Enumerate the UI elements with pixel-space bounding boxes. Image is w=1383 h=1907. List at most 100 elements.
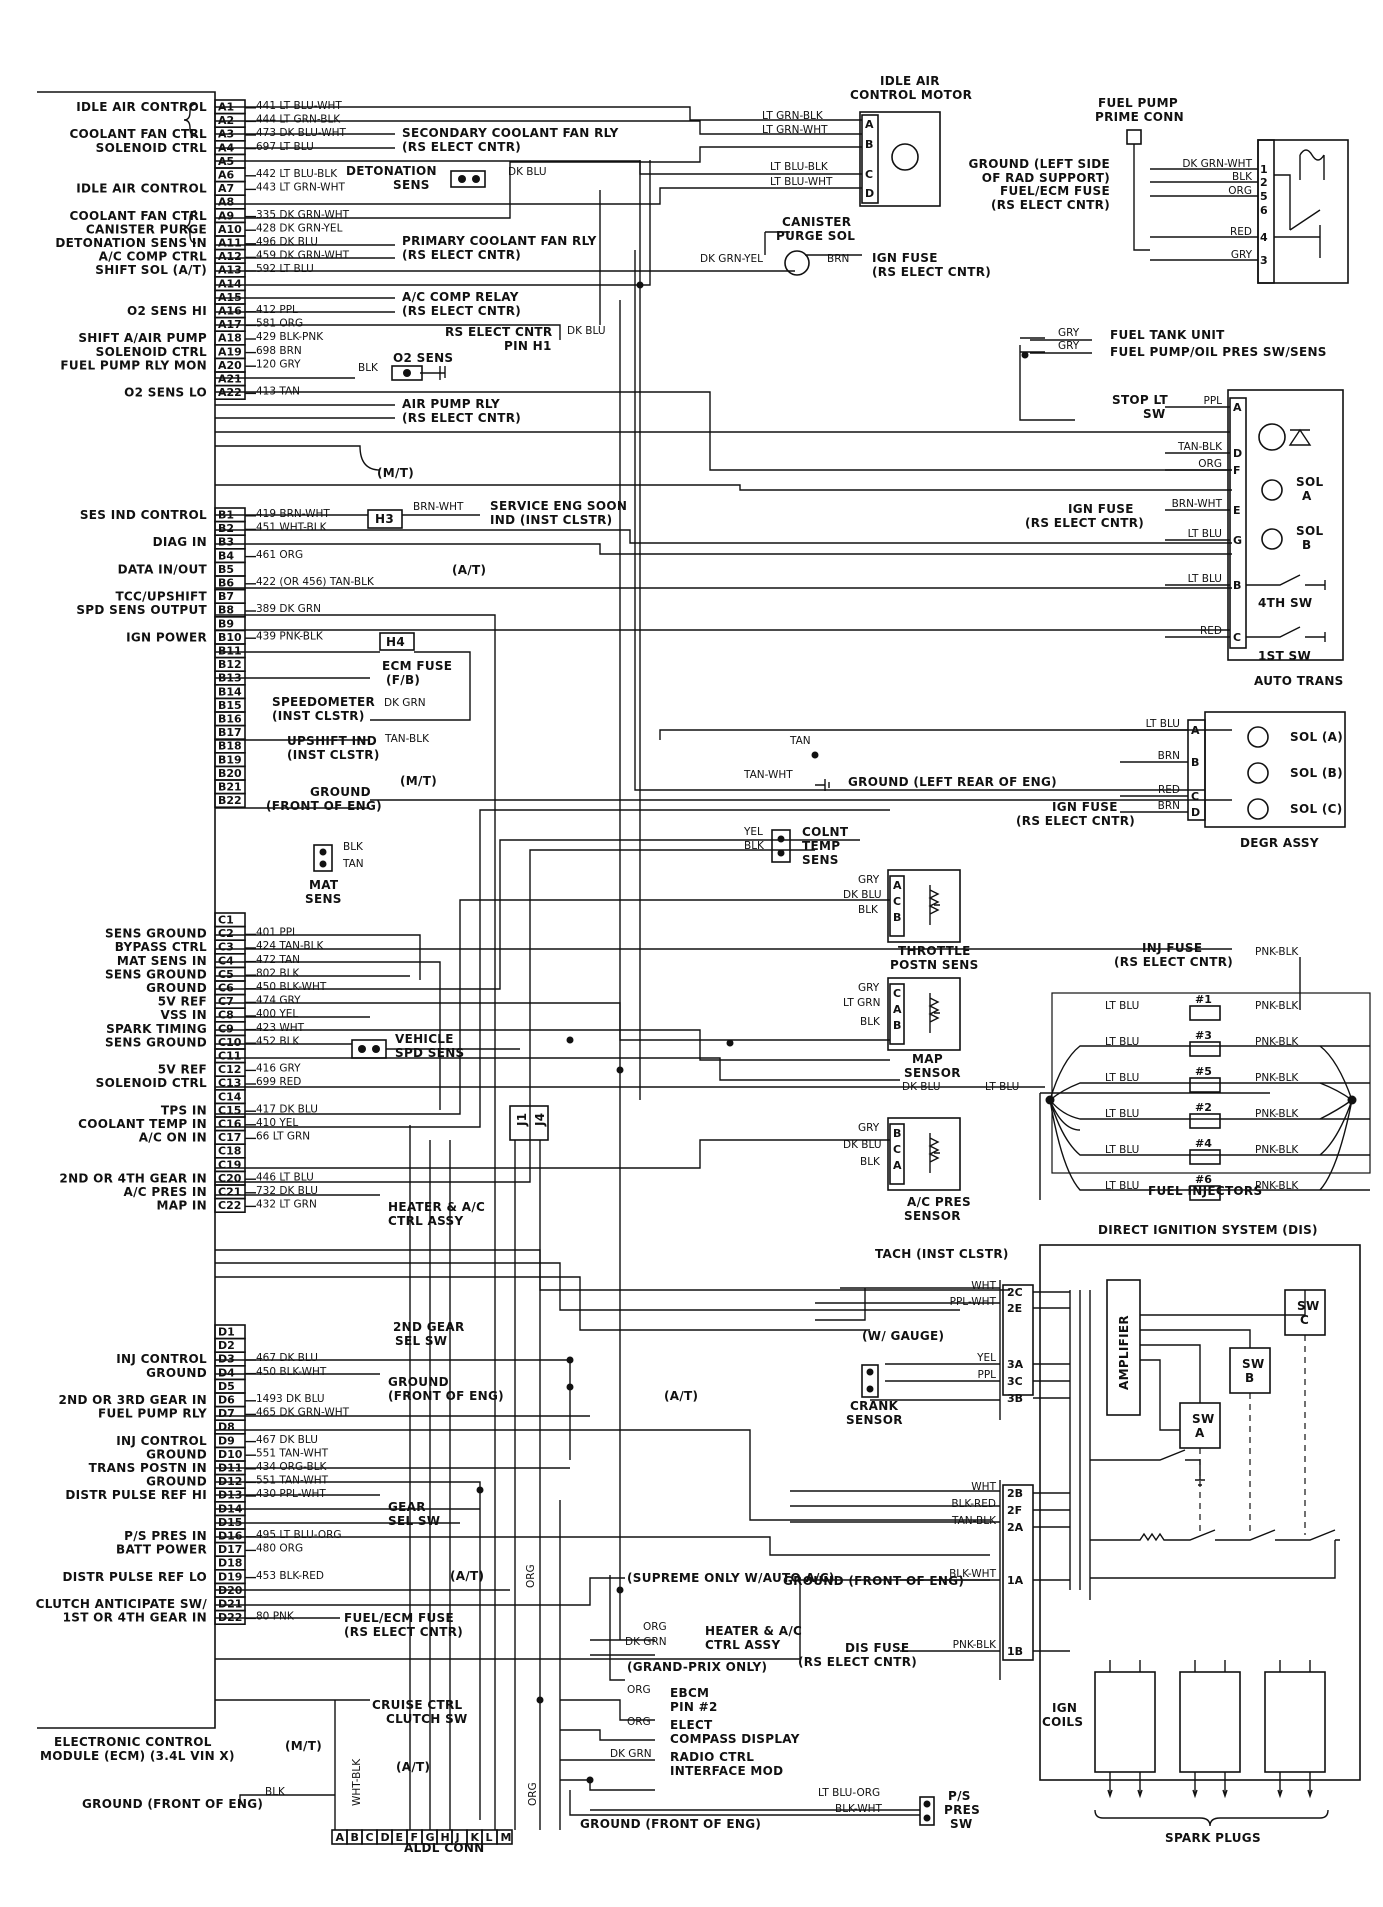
ecm-pin-wire: 441 LT BLU-WHT xyxy=(256,100,342,112)
injector-number: #5 xyxy=(1195,1065,1212,1078)
lr-heater-2: CTRL ASSY xyxy=(705,1638,780,1652)
sol-a-2: A xyxy=(1302,489,1312,503)
ecm-pin-function: COOLANT TEMP IN xyxy=(78,1117,207,1131)
degr-wire-label: RED xyxy=(1158,784,1180,796)
degr-pin: C xyxy=(1191,790,1199,803)
ecm-pin-function: 1ST OR 4TH GEAR IN xyxy=(63,1611,207,1625)
fpr-label-2: (RS ELECT CNTR) xyxy=(991,198,1110,212)
at-pin: F xyxy=(1233,464,1241,477)
lr-blkwht: BLK-WHT xyxy=(835,1803,882,1815)
swa-2: A xyxy=(1195,1426,1205,1440)
ecm-pin-function: SPARK TIMING xyxy=(106,1022,207,1036)
canister-fuse-2: (RS ELECT CNTR) xyxy=(872,265,991,279)
ecm-pin-wire: 410 YEL xyxy=(256,1117,298,1129)
callout-o2-sens: O2 SENS xyxy=(393,351,453,365)
iac-wire-d: LT BLU-WHT xyxy=(770,176,833,188)
ecm-pin-id: B2 xyxy=(218,522,234,535)
ecm-pin-wire: 80 PNK xyxy=(256,1611,295,1623)
ecm-pin-id: D17 xyxy=(218,1543,242,1556)
ecm-pin-id: D19 xyxy=(218,1570,242,1583)
iac-pin-block xyxy=(861,114,879,204)
callout-at-1: (A/T) xyxy=(452,563,486,577)
ecm-pin-id: D18 xyxy=(218,1557,242,1570)
ecm-pin-id: C12 xyxy=(218,1063,241,1076)
lr-ps-3: SW xyxy=(950,1817,972,1831)
ecm-pin-wire: 732 DK BLU xyxy=(256,1185,318,1197)
callout-rs-elect: RS ELECT CNTR xyxy=(445,325,552,339)
ecm-pin-id: C4 xyxy=(218,954,234,967)
callout-mt-1: (M/T) xyxy=(377,466,414,480)
ecm-pin-function: COOLANT FAN CTRL xyxy=(69,209,207,223)
degr-wire-label: BRN xyxy=(1158,800,1180,812)
callout-speedo-wire: DK GRN xyxy=(384,697,426,709)
at-wire-label: TAN-BLK xyxy=(1177,441,1223,453)
ecm-pin-id: A11 xyxy=(218,237,242,250)
callout-speedo: SPEEDOMETER xyxy=(272,695,375,709)
callout-mat: MAT xyxy=(309,878,339,892)
callout-air-pump-loc: (RS ELECT CNTR) xyxy=(402,411,521,425)
callout-ac-comp: A/C COMP RELAY xyxy=(402,290,519,304)
callout-air-pump: AIR PUMP RLY xyxy=(402,397,500,411)
sol-b-1: SOL xyxy=(1296,524,1323,538)
ecm-pin-wire: 473 DK BLU-WHT xyxy=(256,127,347,139)
ecm-pin-id: C22 xyxy=(218,1199,241,1212)
iac-pin-b: B xyxy=(865,138,873,151)
callout-gear-sel: GEAR xyxy=(388,1500,426,1514)
dis-internal-1 xyxy=(1140,1290,1306,1431)
acp-pin-a: A xyxy=(893,1159,902,1172)
at-ign-2: (RS ELECT CNTR) xyxy=(1025,516,1144,530)
dis-wire-label: PPL-WHT xyxy=(950,1296,997,1308)
callout-detonation-sens: SENS xyxy=(393,178,430,192)
sol-a-1: SOL xyxy=(1296,475,1323,489)
degr-pin: A xyxy=(1191,724,1200,737)
ecm-pin-id: C14 xyxy=(218,1090,242,1103)
degr-sol-b-label: SOL (B) xyxy=(1290,766,1343,780)
ecm-pin-function: INJ CONTROL xyxy=(116,1434,207,1448)
callout-at-2: (A/T) xyxy=(664,1389,698,1403)
fpr-pin-block xyxy=(1257,139,1275,284)
dis-wire-label: YEL xyxy=(976,1352,996,1364)
degr-pin-block xyxy=(1187,719,1206,821)
degr-tan: TAN xyxy=(789,735,811,747)
ecm-pin-function: FUEL PUMP RLY MON xyxy=(60,358,207,372)
lr-dkgrn1: DK GRN xyxy=(625,1636,667,1648)
degr-wire-label: LT BLU xyxy=(1146,718,1180,730)
sol-a-symbol xyxy=(1261,479,1283,501)
ecm-pin-id: C6 xyxy=(218,982,234,995)
canister-purge-solenoid: CANISTER PURGE SOL DK GRN-YEL BRN IGN FU… xyxy=(700,215,991,279)
colnt-title-1: COLNT xyxy=(802,825,849,839)
ecm-pin-function: IGN POWER xyxy=(126,630,207,644)
tps-pin-c: C xyxy=(893,895,901,908)
ecm-pin-wire: 422 (OR 456) TAN-BLK xyxy=(256,576,375,588)
amplifier-label: AMPLIFIER xyxy=(1117,1315,1131,1390)
direct-ignition-system: DIRECT IGNITION SYSTEM (DIS) 2CWHT2EPPL-… xyxy=(783,1223,1361,1845)
ecm-pin-id: B5 xyxy=(218,563,234,576)
canister-fuse-1: IGN FUSE xyxy=(872,251,938,265)
auto-trans-outline xyxy=(1227,389,1344,661)
ecm-pin-id: A12 xyxy=(218,250,242,263)
acp-pin-b: B xyxy=(893,1127,901,1140)
mat-pin-2 xyxy=(319,860,327,868)
ecm-pin-function: O2 SENS LO xyxy=(124,386,207,400)
fpr-wire-label: BLK xyxy=(1232,171,1253,183)
ecm-pin-wire: 442 LT BLU-BLK xyxy=(256,168,338,180)
dis-pin: 2E xyxy=(1007,1302,1022,1315)
aldl-pin: A xyxy=(336,1831,345,1844)
ecm-pin-function: IDLE AIR CONTROL xyxy=(76,182,207,196)
lr-dkgrn2: DK GRN xyxy=(610,1748,652,1760)
crank-connector xyxy=(861,1364,879,1398)
degr-ign-1: IGN FUSE xyxy=(1052,800,1118,814)
fpr-title-1: FUEL PUMP xyxy=(1098,96,1178,110)
aldl-pin: M xyxy=(501,1831,512,1844)
aldl-pin-cell xyxy=(496,1829,513,1845)
ecm-body-outline xyxy=(37,91,216,1729)
ecm-pin-id: A14 xyxy=(218,277,242,290)
callout-detonation: DETONATION xyxy=(346,164,437,178)
ecm-pin-id: A6 xyxy=(218,169,235,182)
injector-right-wire: PNK-BLK xyxy=(1255,1072,1299,1084)
dis-fuse-1: DIS FUSE xyxy=(845,1641,909,1655)
ecm-pin-function: DISTR PULSE REF LO xyxy=(62,1570,207,1584)
